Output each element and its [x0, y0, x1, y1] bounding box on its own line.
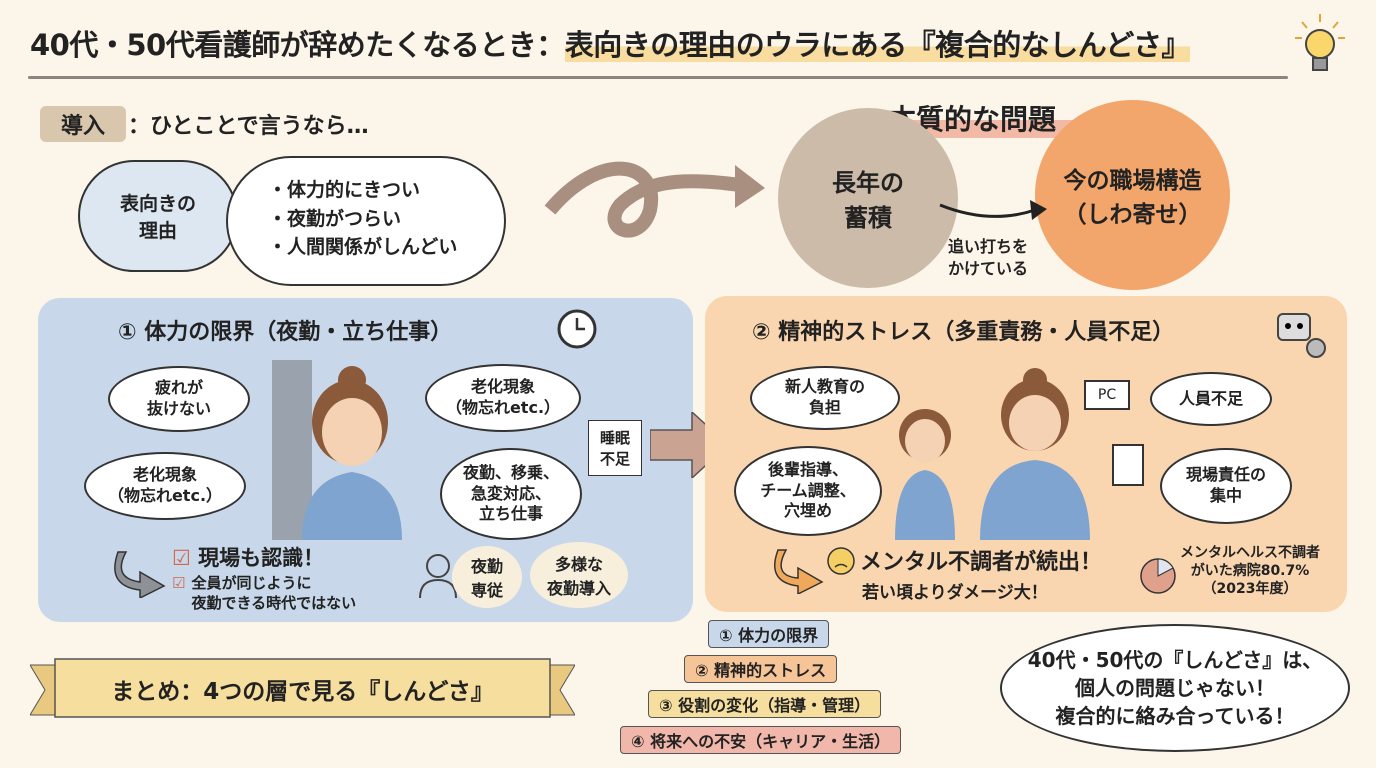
arrow-label: 追い打ちを かけている [948, 237, 1029, 279]
arrow-icon [939, 200, 1047, 220]
bubble-responsibility: 現場責任の 集中 [1160, 448, 1292, 524]
bubble-junior-guidance: 後輩指導、 チーム調整、 穴埋め [734, 446, 882, 536]
lightbulb-icon [1295, 14, 1345, 71]
check-text: 現場も認識！ [198, 546, 325, 570]
checkbox-icon: ☑ [172, 546, 191, 570]
panel2-title: ② 精神的ストレス（多重責務・人員不足） [752, 320, 1175, 345]
robot-gear-icon [1277, 313, 1326, 358]
mental-result-sub: 若い頃よりダメージ大！ [862, 583, 1048, 603]
mental-result: メンタル不調者が続出！ [860, 550, 1103, 575]
bubble-new-staff-training: 新人教育の 負担 [750, 366, 900, 430]
bubble-aging-2: 老化現象 （物忘れetc.） [84, 452, 246, 520]
summary-banner-ribbon [30, 658, 575, 718]
curved-arrow-icon [774, 549, 824, 594]
layer-mental: ② 精神的ストレス [684, 655, 838, 683]
title-highlight: 表向きの理由のウラにある『複合的なしんどさ』 [564, 28, 1190, 62]
surface-reason-cloud: 表向きの 理由 [78, 160, 238, 272]
conclusion-speech-bubble: 40代・50代の『しんどさ』は、 個人の問題じゃない！ 複合的に絡み合っている！ [1000, 624, 1350, 752]
page-title: 40代・50代看護師が辞めたくなるとき：表向きの理由のウラにある『複合的なしんど… [30, 22, 1190, 64]
layer-role-change: ③ 役割の変化（指導・管理） [648, 690, 882, 718]
title-underline [28, 76, 1288, 79]
intro-tag: 導入 [40, 106, 126, 142]
mental-stat: メンタルヘルス不調者 がいた病院80.7% （2023年度） [1180, 545, 1320, 598]
panel1-title: ① 体力の限界（夜勤・立ち仕事） [118, 320, 453, 345]
accumulation-circle: 長年の 蓄積 [778, 108, 958, 288]
pie-chart-icon [1140, 558, 1176, 594]
sad-face-icon [827, 547, 855, 575]
bubble-understaffing: 人員不足 [1150, 372, 1272, 426]
workplace-structure-circle: 今の職場構造 （しわ寄せ） [1035, 100, 1230, 290]
intro-text: ：ひとことで言うなら… [128, 114, 369, 139]
layer-future-anxiety: ④ 将来への不安（キャリア・生活） [620, 726, 902, 754]
reasons-cloud: ・体力的にきつい ・夜勤がつらい ・人間関係がしんどい [226, 156, 506, 286]
reason-item: ・人間関係がしんどい [268, 236, 458, 258]
checkbox-icon: ☑ [172, 574, 186, 592]
sleep-deprivation-sign: 睡眠 不足 [588, 420, 642, 476]
diverse-night-oval: 多様な 夜勤導入 [530, 542, 628, 608]
heading-highlight [880, 120, 1100, 138]
clock-icon [557, 309, 597, 349]
swirl-arrow-icon [544, 161, 765, 238]
check-recognized: ☑ 現場も認識！ [172, 542, 324, 572]
tired-nurse-illustration [272, 360, 402, 540]
bubble-night-duty: 夜勤、移乗、 急変対応、 立ち仕事 [440, 448, 582, 540]
bubble-fatigue: 疲れが 抜けない [108, 366, 250, 432]
bubble-aging: 老化現象 （物忘れetc.） [425, 364, 581, 432]
check-text: 全員が同じように 夜勤できる時代ではない [191, 574, 357, 612]
reason-item: ・夜勤がつらい [268, 207, 402, 230]
reason-item: ・体力的にきつい [268, 179, 421, 201]
title-main: 40代・50代看護師が辞めたくなるとき： [30, 28, 565, 62]
layer-physical: ① 体力の限界 [708, 620, 830, 648]
night-only-oval: 夜勤 専従 [452, 546, 522, 608]
busy-nurses-illustration [895, 368, 1144, 540]
summary-banner: まとめ：4つの層で見る『しんどさ』 [111, 679, 494, 705]
pc-icon: PC [1084, 380, 1130, 410]
curved-arrow-icon [114, 551, 166, 598]
check-not-everyone: ☑ 全員が同じように 夜勤できる時代ではない [172, 574, 356, 613]
